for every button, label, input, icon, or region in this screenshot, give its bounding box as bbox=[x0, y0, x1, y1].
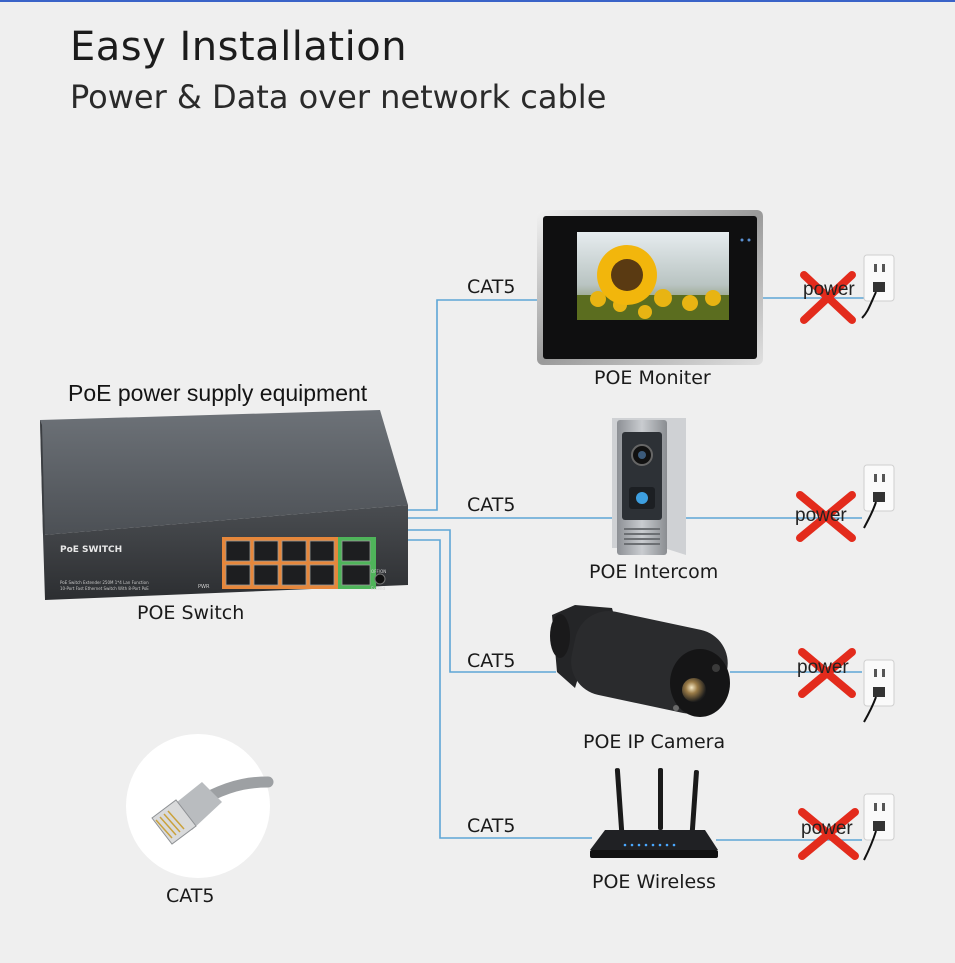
cable-label-intercom: CAT5 bbox=[467, 494, 516, 516]
cross-icon bbox=[796, 491, 856, 542]
intercom-icon bbox=[612, 418, 686, 555]
switch-fine-print-2: 10-Port Fast Ethernet Switch With 8-Port… bbox=[60, 586, 149, 591]
power-label-camera: power bbox=[797, 657, 849, 678]
power-label-router: power bbox=[801, 818, 853, 839]
wall-outlet-icon bbox=[863, 659, 895, 723]
top-accent-line bbox=[0, 0, 955, 2]
wall-outlet-icon bbox=[861, 254, 895, 319]
wall-outlet-icon bbox=[863, 464, 895, 529]
wall-outlet-icon bbox=[863, 793, 895, 861]
cable-label-camera: CAT5 bbox=[467, 650, 516, 672]
switch-dip-label-bottom: Extend bbox=[371, 586, 385, 591]
cable-sample-caption: CAT5 bbox=[166, 885, 215, 907]
power-label-monitor: power bbox=[803, 279, 855, 300]
router-icon bbox=[590, 768, 718, 858]
switch-dip-label-top: OFF/ON bbox=[371, 569, 386, 574]
device-caption-monitor: POE Moniter bbox=[594, 367, 711, 389]
cable-label-router: CAT5 bbox=[467, 815, 516, 837]
cable-to-router bbox=[407, 539, 592, 839]
page-subtitle: Power & Data over network cable bbox=[70, 78, 607, 116]
poe-equipment-label: PoE power supply equipment bbox=[68, 380, 368, 406]
cable-to-camera bbox=[407, 529, 556, 673]
device-caption-router: POE Wireless bbox=[592, 871, 716, 893]
camera-icon bbox=[550, 605, 730, 717]
cable-lines bbox=[407, 297, 870, 841]
poe-switch-icon bbox=[40, 410, 408, 600]
rj45-plug-icon bbox=[126, 734, 274, 878]
device-caption-intercom: POE Intercom bbox=[589, 561, 719, 583]
cross-icon bbox=[800, 271, 856, 324]
switch-pwr-label: PWR bbox=[198, 584, 210, 590]
cable-label-monitor: CAT5 bbox=[467, 276, 516, 298]
page-title: Easy Installation bbox=[70, 24, 408, 70]
device-caption-camera: POE IP Camera bbox=[583, 731, 726, 753]
cross-icon bbox=[798, 648, 856, 698]
switch-brand: PoE SWITCH bbox=[60, 545, 122, 555]
power-label-intercom: power bbox=[795, 505, 847, 526]
cross-icon bbox=[798, 808, 859, 860]
switch-fine-print-1: PoE Switch Extender 250M 1*4 Lan Functio… bbox=[60, 580, 149, 585]
switch-caption: POE Switch bbox=[137, 602, 245, 624]
cable-to-monitor bbox=[407, 299, 540, 511]
monitor-icon bbox=[537, 210, 763, 365]
sunflower bbox=[597, 245, 657, 305]
